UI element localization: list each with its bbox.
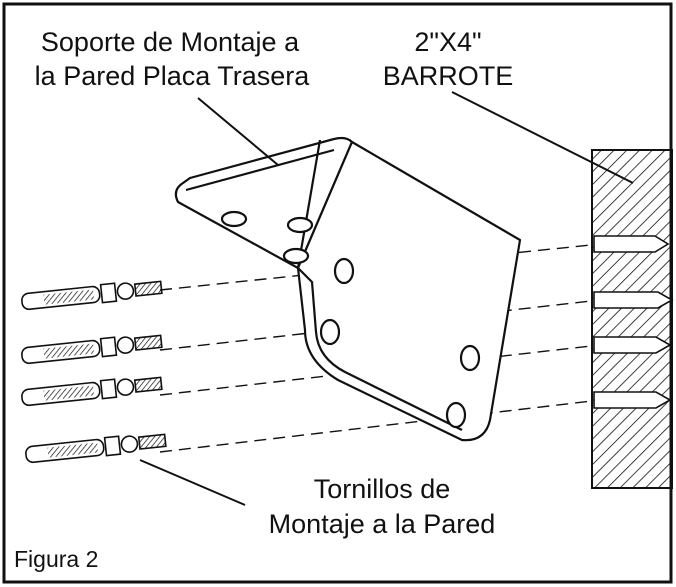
flange-hole — [286, 216, 314, 234]
screw — [21, 376, 163, 407]
flange-hole — [220, 210, 248, 228]
leader-stud — [451, 91, 634, 184]
stud-label-line2: BARROTE — [383, 61, 514, 91]
screw — [21, 280, 163, 311]
stud-hole — [593, 391, 672, 409]
bracket-thickness — [297, 267, 463, 431]
stud-hole — [593, 336, 672, 354]
bracket-label-line2: la Pared Placa Trasera — [35, 61, 311, 91]
alignment-line — [159, 299, 601, 351]
stud-hole — [593, 291, 674, 309]
plate-hole — [445, 401, 467, 429]
stud-holes — [593, 235, 674, 409]
leader-bracket — [197, 97, 279, 166]
stud-hole — [593, 235, 670, 253]
stud — [591, 149, 673, 489]
flange-hole — [282, 247, 310, 265]
leader-lines — [139, 91, 634, 506]
bracket-bend — [296, 139, 322, 269]
bracket-top-flange-edge — [185, 148, 335, 192]
figure-caption: Figura 2 — [14, 546, 98, 572]
plate-hole — [459, 344, 481, 372]
stud-label-line1: 2"X4" — [414, 27, 481, 57]
alignment-line — [159, 243, 601, 291]
screw — [21, 334, 163, 365]
alignment-line — [159, 344, 601, 396]
alignment-line — [159, 399, 601, 453]
screw — [25, 433, 167, 464]
leader-screws — [139, 459, 246, 506]
screws-label-line1: Tornillos de — [314, 474, 451, 504]
bracket-label-line1: Soporte de Montaje a — [41, 27, 300, 57]
screws — [21, 280, 167, 464]
bracket — [174, 136, 522, 442]
plate-hole — [333, 257, 355, 285]
alignment-lines — [159, 243, 601, 453]
plate-hole — [319, 318, 341, 346]
screws-label-line2: Montaje a la Pared — [269, 509, 496, 539]
